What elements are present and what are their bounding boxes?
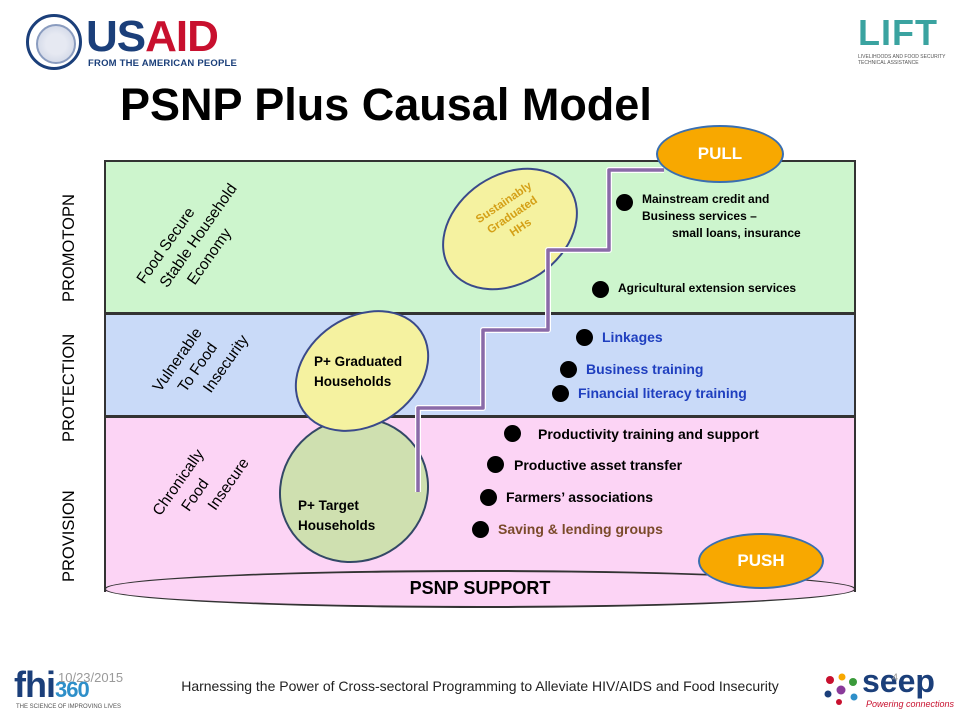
item-mainstream-credit: Mainstream credit and Business services … xyxy=(642,192,801,240)
bullet-dot xyxy=(592,281,609,298)
footer-caption: Harnessing the Power of Cross-sectoral P… xyxy=(181,678,779,694)
bullet-dot xyxy=(616,194,633,211)
item-farmers-associations: Farmers’ associations xyxy=(506,489,654,505)
pull-badge: PULL xyxy=(656,125,784,183)
slide-date: 10/23/2015 xyxy=(58,670,124,685)
item-business-training: Business training xyxy=(586,361,704,377)
item-productivity-training: Productivity training and support xyxy=(538,426,759,442)
lift-logo: LIFT xyxy=(858,12,938,53)
lift-tagline: LIVELIHOODS AND FOOD SECURITY TECHNICAL … xyxy=(858,54,946,66)
graduated-households-label: P+ Graduated Households xyxy=(314,354,403,389)
bullet-dot xyxy=(576,329,593,346)
bullet-dot xyxy=(504,425,521,442)
usaid-seal-logo xyxy=(26,14,82,70)
fhi360-logo: fhi360 xyxy=(14,664,90,705)
push-badge: PUSH xyxy=(698,533,824,589)
seep-logo: seep xyxy=(862,663,935,699)
bullet-dot xyxy=(560,361,577,378)
page-number: 4 xyxy=(892,672,899,684)
bullet-dot xyxy=(480,489,497,506)
item-agricultural-extension: Agricultural extension services xyxy=(618,281,797,295)
item-linkages: Linkages xyxy=(602,329,663,345)
seep-dots-icon xyxy=(824,673,858,705)
bullet-dot xyxy=(552,385,569,402)
bullet-dot xyxy=(487,456,504,473)
bullet-dot xyxy=(472,521,489,538)
target-households-label: P+ Target Households xyxy=(298,498,376,533)
usaid-tagline: FROM THE AMERICAN PEOPLE xyxy=(88,58,238,69)
fhi360-tagline: THE SCIENCE OF IMPROVING LIVES xyxy=(16,704,122,710)
usaid-logo: USAID xyxy=(86,12,219,61)
psnp-support-label: PSNP SUPPORT xyxy=(409,578,551,598)
item-financial-literacy: Financial literacy training xyxy=(578,385,747,401)
slide-title: PSNP Plus Causal Model xyxy=(120,79,652,130)
item-productive-asset: Productive asset transfer xyxy=(514,457,683,473)
item-saving-lending: Saving & lending groups xyxy=(498,521,663,537)
seep-tagline: Powering connections xyxy=(866,699,955,709)
